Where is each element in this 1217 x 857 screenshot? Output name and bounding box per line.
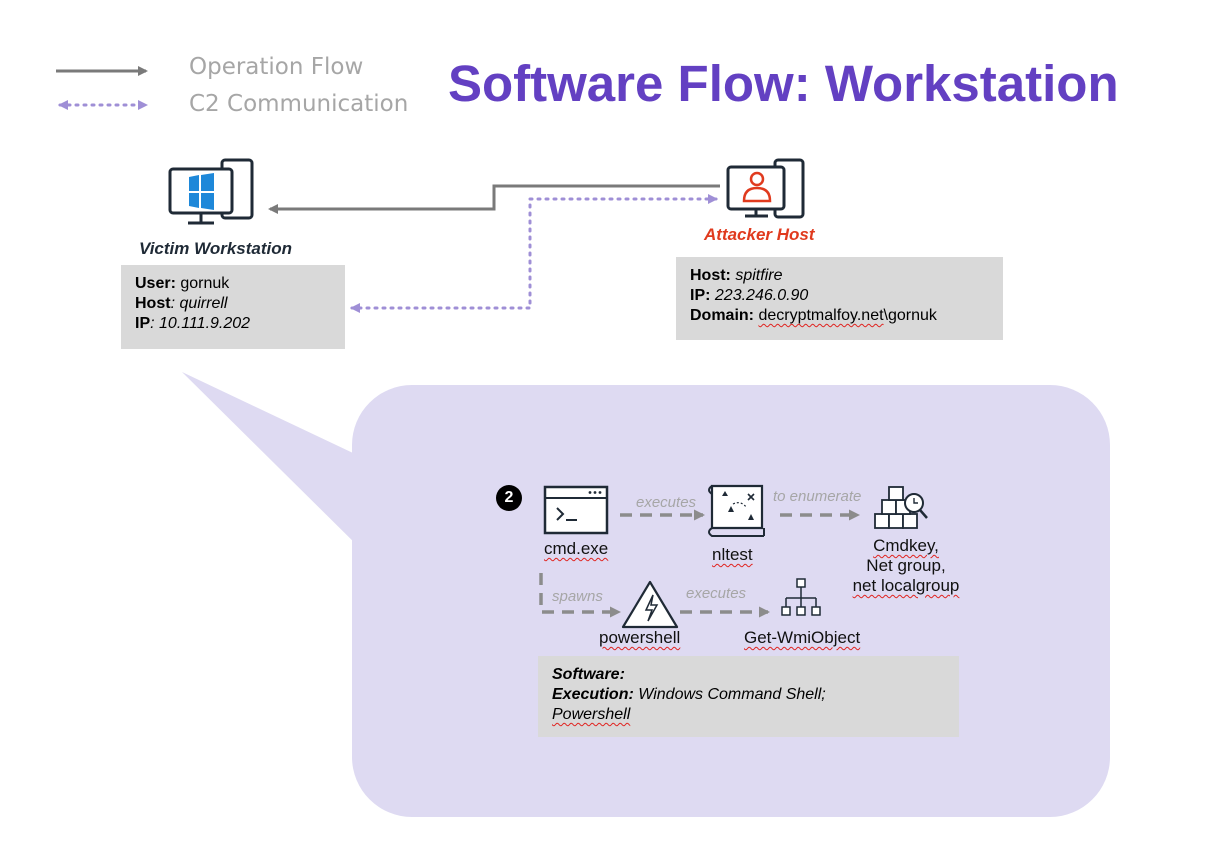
- victim-host-row: Host: quirrell: [135, 294, 345, 314]
- target-cmdkey: Cmdkey,: [873, 536, 939, 555]
- attacker-domain-value: decryptmalfoy.net: [758, 307, 884, 324]
- enumeration-targets: Cmdkey, Net group, net localgroup: [826, 536, 986, 596]
- target-net-localgroup: net localgroup: [852, 576, 960, 595]
- victim-ip-label: IP: [135, 315, 151, 332]
- flow-arrow-cmd-to-powershell: [539, 573, 621, 618]
- software-info-box: Software: Execution: Windows Command She…: [538, 656, 959, 737]
- victim-ip-row: IP: 10.111.9.202: [135, 314, 345, 334]
- software-execution-row-2: Powershell: [552, 705, 959, 725]
- attacker-host-label: Host:: [690, 267, 731, 284]
- label-executes-2: executes: [686, 585, 747, 602]
- attacker-host-value: spitfire: [735, 267, 783, 284]
- cmd-label: cmd.exe: [544, 539, 609, 558]
- victim-ip-value: : 10.111.9.202: [150, 315, 251, 332]
- software-execution-value: Windows Command Shell;: [638, 686, 826, 703]
- map-icon: [708, 484, 765, 537]
- victim-user-value: gornuk: [180, 275, 230, 292]
- victim-user-label: User:: [135, 275, 176, 292]
- software-execution-label: Execution:: [552, 686, 634, 703]
- victim-info-box: User: gornuk Host: quirrell IP: 10.111.9…: [121, 265, 345, 349]
- wmi-label-text: Get-WmiObject: [744, 628, 861, 647]
- lightning-warning-icon: [621, 580, 679, 629]
- attacker-ip-label: IP:: [690, 287, 711, 304]
- attacker-domain-row: Domain: decryptmalfoy.net\gornuk: [690, 306, 1003, 326]
- operation-flow-arrow: [268, 184, 720, 214]
- label-executes-1: executes: [636, 494, 697, 511]
- windows-monitor-icon: [168, 158, 254, 225]
- attacker-ip-value: 223.246.0.90: [714, 287, 809, 304]
- legend-c2-label: C2 Communication: [189, 91, 409, 117]
- hierarchy-icon: [781, 578, 821, 616]
- victim-host-label: Host: [135, 295, 171, 312]
- label-to-enumerate: to enumerate: [773, 488, 862, 505]
- wmi-label: Get-WmiObject: [744, 628, 860, 648]
- boxes-search-icon: [874, 486, 928, 529]
- attacker-domain-user: \gornuk: [883, 307, 937, 324]
- attacker-monitor-icon: [726, 158, 805, 219]
- page-title: Software Flow: Workstation: [448, 55, 1119, 112]
- c2-arrow: [350, 194, 718, 313]
- victim-user-row: User: gornuk: [135, 274, 345, 294]
- label-spawns: spawns: [552, 588, 603, 605]
- victim-host-value: : quirrell: [170, 295, 228, 312]
- nltest-label: nltest: [712, 545, 753, 564]
- software-execution-row: Execution: Windows Command Shell;: [552, 685, 959, 705]
- attacker-info-box: Host: spitfire IP: 223.246.0.90 Domain: …: [676, 257, 1003, 340]
- software-heading: Software:: [552, 666, 625, 683]
- step-number-badge: 2: [496, 485, 522, 511]
- victim-caption: Victim Workstation: [139, 239, 293, 258]
- legend-operation-flow-label: Operation Flow: [189, 54, 364, 80]
- attacker-ip-row: IP: 223.246.0.90: [690, 286, 1003, 306]
- attacker-host-row: Host: spitfire: [690, 266, 1003, 286]
- powershell-label: powershell: [599, 628, 681, 647]
- target-net-group: Net group,: [866, 556, 946, 575]
- attacker-domain-label: Domain:: [690, 307, 754, 324]
- terminal-icon: [543, 485, 609, 535]
- attacker-caption: Attacker Host: [704, 225, 815, 244]
- software-execution-value-2: Powershell: [552, 706, 631, 723]
